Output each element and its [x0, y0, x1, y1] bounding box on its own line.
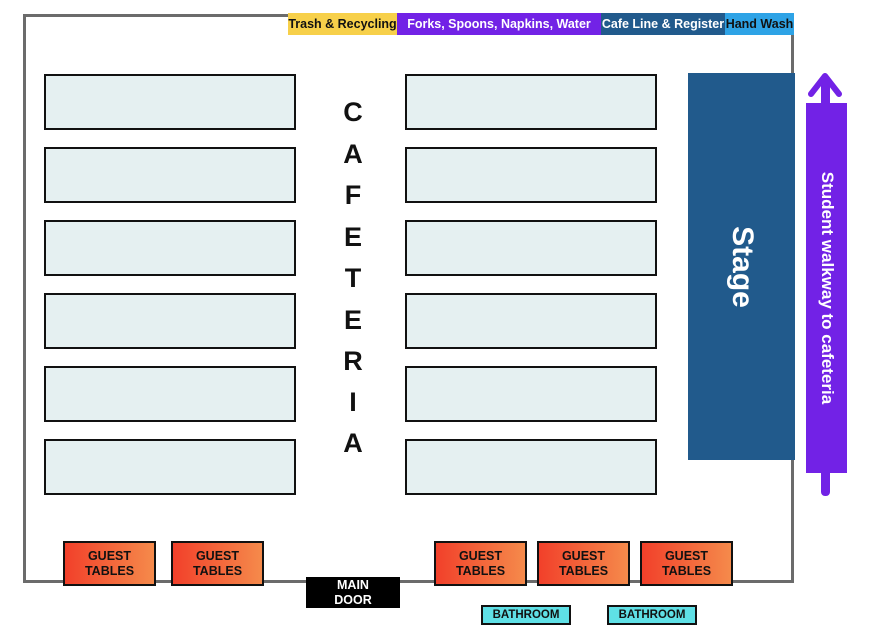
- cafeteria-letter: A: [343, 139, 363, 169]
- guest-table-line1: GUEST: [87, 548, 132, 563]
- cafeteria-letter: C: [343, 97, 363, 127]
- dining-table-right-6: [405, 439, 657, 495]
- cafeteria-letter: T: [344, 263, 362, 293]
- walkway-label: Student walkway to cafeteria: [817, 171, 837, 405]
- dining-table-right-4: [405, 293, 657, 349]
- guest-table-line1: GUEST: [195, 548, 240, 563]
- cafe-line-register: Cafe Line & Register: [601, 13, 725, 35]
- dining-table-left-4: [44, 293, 296, 349]
- dining-table-right-3: [405, 220, 657, 276]
- cafeteria-letter: E: [343, 222, 362, 252]
- main-door-line1: MAIN: [337, 577, 369, 592]
- dining-table-right-2: [405, 147, 657, 203]
- dining-table-right-5: [405, 366, 657, 422]
- guest-table-line2: TABLES: [455, 563, 506, 578]
- cafeteria-letter: R: [343, 346, 363, 376]
- guest-table-line1: GUEST: [561, 548, 606, 563]
- guest-table-line1: GUEST: [664, 548, 709, 563]
- dining-table-right-1: [405, 74, 657, 130]
- main-door-line2: DOOR: [334, 592, 372, 607]
- guest-table-line2: TABLES: [661, 563, 712, 578]
- cafeteria-letter: A: [343, 428, 363, 458]
- hand-wash-station: Hand Wash: [725, 13, 794, 35]
- bathroom-right: BATHROOM: [607, 605, 697, 625]
- dining-table-left-3: [44, 220, 296, 276]
- dining-table-left-1: [44, 74, 296, 130]
- stage-label: Stage: [725, 225, 759, 308]
- bathroom-left: BATHROOM: [481, 605, 571, 625]
- cafeteria-letter: I: [349, 387, 357, 417]
- dining-table-left-5: [44, 366, 296, 422]
- cafeteria-letter: F: [344, 180, 362, 210]
- guest-table-line2: TABLES: [84, 563, 135, 578]
- cafeteria-letter: E: [343, 305, 362, 335]
- guest-table-line2: TABLES: [558, 563, 609, 578]
- dining-table-left-2: [44, 147, 296, 203]
- stage-area: Stage: [688, 73, 795, 460]
- up-arrow-icon: [808, 73, 842, 97]
- student-walkway: Student walkway to cafeteria: [806, 103, 847, 473]
- dining-table-left-6: [44, 439, 296, 495]
- trash-recycling-area: Trash & Recycling: [288, 13, 397, 35]
- guest-table-line2: TABLES: [192, 563, 243, 578]
- utensils-station: Forks, Spoons, Napkins, Water: [397, 13, 601, 35]
- guest-table-line1: GUEST: [458, 548, 503, 563]
